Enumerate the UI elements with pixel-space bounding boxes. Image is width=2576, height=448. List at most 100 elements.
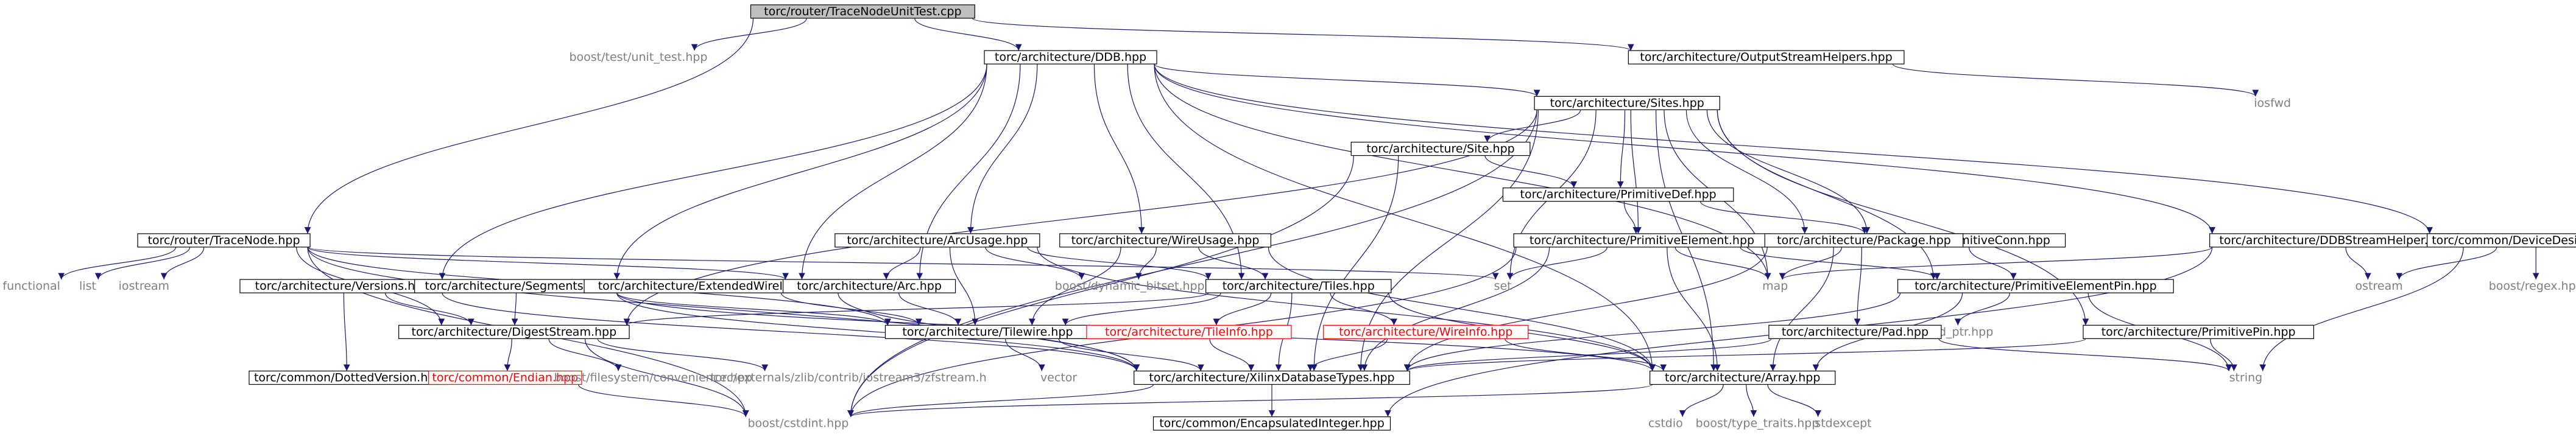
node-label: list [79, 279, 96, 293]
node-box[interactable] [428, 370, 582, 385]
node-tracenode[interactable]: torc/router/TraceNode.hpp [137, 233, 311, 248]
node-arc[interactable]: torc/architecture/Arc.hpp [782, 279, 956, 293]
node-functional[interactable]: functional [2, 279, 60, 293]
edge-primdef-to-primelem [1623, 201, 1640, 234]
node-xdbtypes[interactable]: torc/architecture/XilinxDatabaseTypes.hp… [1134, 370, 1410, 385]
node-box[interactable] [1152, 416, 1391, 431]
node-box[interactable] [1628, 50, 1905, 65]
node-box[interactable] [1350, 141, 1531, 156]
node-versions[interactable]: torc/architecture/Versions.hpp [239, 279, 445, 293]
node-dynbitset[interactable]: boost/dynamic_bitset.hpp [1055, 279, 1205, 293]
node-label: boost/dynamic_bitset.hpp [1055, 279, 1205, 293]
node-box[interactable] [835, 233, 1040, 248]
node-digest[interactable]: torc/architecture/DigestStream.hpp [398, 324, 630, 339]
node-box[interactable] [984, 50, 1157, 65]
node-label: vector [1040, 371, 1077, 385]
node-box[interactable] [1205, 279, 1392, 293]
node-cstdint[interactable]: boost/cstdint.hpp [747, 417, 849, 430]
node-box[interactable] [2427, 233, 2576, 248]
node-box[interactable] [1534, 96, 1720, 110]
node-primpin[interactable]: torc/architecture/PrimitivePin.hpp [2083, 324, 2314, 339]
node-iostream[interactable]: iostream [119, 279, 170, 293]
node-zfstream[interactable]: torc/externals/zlib/contrib/iostream3/zf… [710, 371, 986, 385]
node-root[interactable]: torc/router/TraceNodeUnitTest.cpp [750, 4, 975, 19]
node-vector[interactable]: vector [1040, 371, 1077, 385]
edge-ddb-to-extwire [799, 64, 987, 280]
edge-package-to-array [1770, 247, 1834, 371]
node-box[interactable] [1086, 324, 1292, 339]
node-primdef[interactable]: torc/architecture/PrimitiveDef.hpp [1502, 187, 1734, 202]
node-fsconv[interactable]: boost/filesystem/convenience.hpp [554, 371, 752, 385]
edge-wireusage-to-tilewire [1028, 247, 1121, 326]
node-ddb[interactable]: torc/architecture/DDB.hpp [984, 50, 1157, 65]
edge-arcusage-to-dynbitset [985, 247, 1085, 280]
node-box[interactable] [1502, 187, 1734, 202]
node-label: torc/common/DeviceDesignator.hpp [2432, 234, 2576, 247]
node-wireusage[interactable]: torc/architecture/WireUsage.hpp [1059, 233, 1271, 248]
edge-pad-to-xdbtypes [1404, 338, 1772, 372]
node-stdexcept[interactable]: stdexcept [1815, 417, 1871, 430]
node-label: torc/architecture/Tilewire.hpp [902, 325, 1073, 338]
node-box[interactable] [1134, 370, 1410, 385]
edge-sites-to-primconn [1706, 110, 1871, 234]
edge-tileinfo-to-xdbtypes [1209, 338, 1255, 371]
node-box[interactable] [2083, 324, 2314, 339]
node-box[interactable] [1323, 324, 1529, 339]
node-iosfwd[interactable]: iosfwd [2254, 96, 2291, 110]
node-unit_test[interactable]: boost/test/unit_test.hpp [569, 51, 707, 64]
node-label: boost/filesystem/convenience.hpp [554, 371, 752, 385]
node-box[interactable] [782, 279, 956, 293]
node-string[interactable]: string [2229, 371, 2263, 385]
node-dottedver[interactable]: torc/common/DottedVersion.hpp [249, 370, 448, 385]
node-box[interactable] [137, 233, 311, 248]
node-devdes[interactable]: torc/common/DeviceDesignator.hpp [2427, 233, 2576, 248]
node-box[interactable] [750, 4, 975, 19]
edge-ddb-to-versions [439, 64, 987, 280]
node-label: torc/common/DottedVersion.hpp [254, 371, 442, 385]
node-regex[interactable]: boost/regex.hpp [2489, 279, 2576, 293]
node-tilewire[interactable]: torc/architecture/Tilewire.hpp [884, 324, 1091, 339]
edge-package-to-pad [1854, 247, 1862, 326]
node-map[interactable]: map [1762, 279, 1788, 293]
node-tiles[interactable]: torc/architecture/Tiles.hpp [1205, 279, 1392, 293]
node-box[interactable] [1764, 233, 1964, 248]
node-list[interactable]: list [79, 279, 96, 293]
node-ostream[interactable]: ostream [2355, 279, 2403, 293]
node-ddbsh[interactable]: torc/architecture/DDBStreamHelper.hpp [2209, 233, 2460, 248]
node-primelempin[interactable]: torc/architecture/PrimitiveElementPin.hp… [1897, 279, 2174, 293]
node-encint[interactable]: torc/common/EncapsulatedInteger.hpp [1152, 416, 1391, 431]
node-typetraits[interactable]: boost/type_traits.hpp [1696, 417, 1819, 430]
node-array[interactable]: torc/architecture/Array.hpp [1650, 370, 1836, 385]
node-wireinfo[interactable]: torc/architecture/WireInfo.hpp [1323, 324, 1529, 339]
node-label: boost/type_traits.hpp [1696, 417, 1819, 430]
node-osh[interactable]: torc/architecture/OutputStreamHelpers.hp… [1628, 50, 1905, 65]
node-box[interactable] [1059, 233, 1271, 248]
edge-root-to-unit_test [691, 18, 807, 51]
node-label: torc/architecture/DDBStreamHelper.hpp [2219, 234, 2450, 247]
node-box[interactable] [398, 324, 630, 339]
node-site[interactable]: torc/architecture/Site.hpp [1350, 141, 1531, 156]
node-arcusage[interactable]: torc/architecture/ArcUsage.hpp [835, 233, 1040, 248]
node-set[interactable]: set [1494, 279, 1512, 293]
node-tileinfo[interactable]: torc/architecture/TileInfo.hpp [1086, 324, 1292, 339]
edge-ddbsh-to-map [1779, 247, 2213, 280]
edge-arcusage-to-tiles [1027, 247, 1212, 280]
edge-site-to-cstdint [847, 155, 1354, 417]
edge-array-to-cstdio [1679, 384, 1724, 417]
node-segments[interactable]: torc/architecture/Segments.hpp [414, 279, 620, 293]
node-endian[interactable]: torc/common/Endian.hpp [428, 370, 582, 385]
node-box[interactable] [1897, 279, 2174, 293]
edge-digest-to-endian [504, 338, 512, 371]
edge-tiles-to-wireinfo [1330, 293, 1397, 326]
edge-sites-to-cstdint [847, 110, 1537, 417]
edge-sites-to-primelem [1630, 110, 1642, 234]
node-cstdio[interactable]: cstdio [1648, 417, 1683, 430]
node-label: torc/architecture/OutputStreamHelpers.hp… [1640, 51, 1892, 64]
node-package[interactable]: torc/architecture/Package.hpp [1764, 233, 1964, 248]
node-primelem[interactable]: torc/architecture/PrimitiveElement.hpp [1513, 233, 1771, 248]
node-sites[interactable]: torc/architecture/Sites.hpp [1534, 96, 1720, 110]
node-box[interactable] [1768, 324, 1942, 339]
edge-pad-to-string [1938, 338, 2232, 371]
node-box[interactable] [1650, 370, 1836, 385]
node-pad[interactable]: torc/architecture/Pad.hpp [1768, 324, 1942, 339]
